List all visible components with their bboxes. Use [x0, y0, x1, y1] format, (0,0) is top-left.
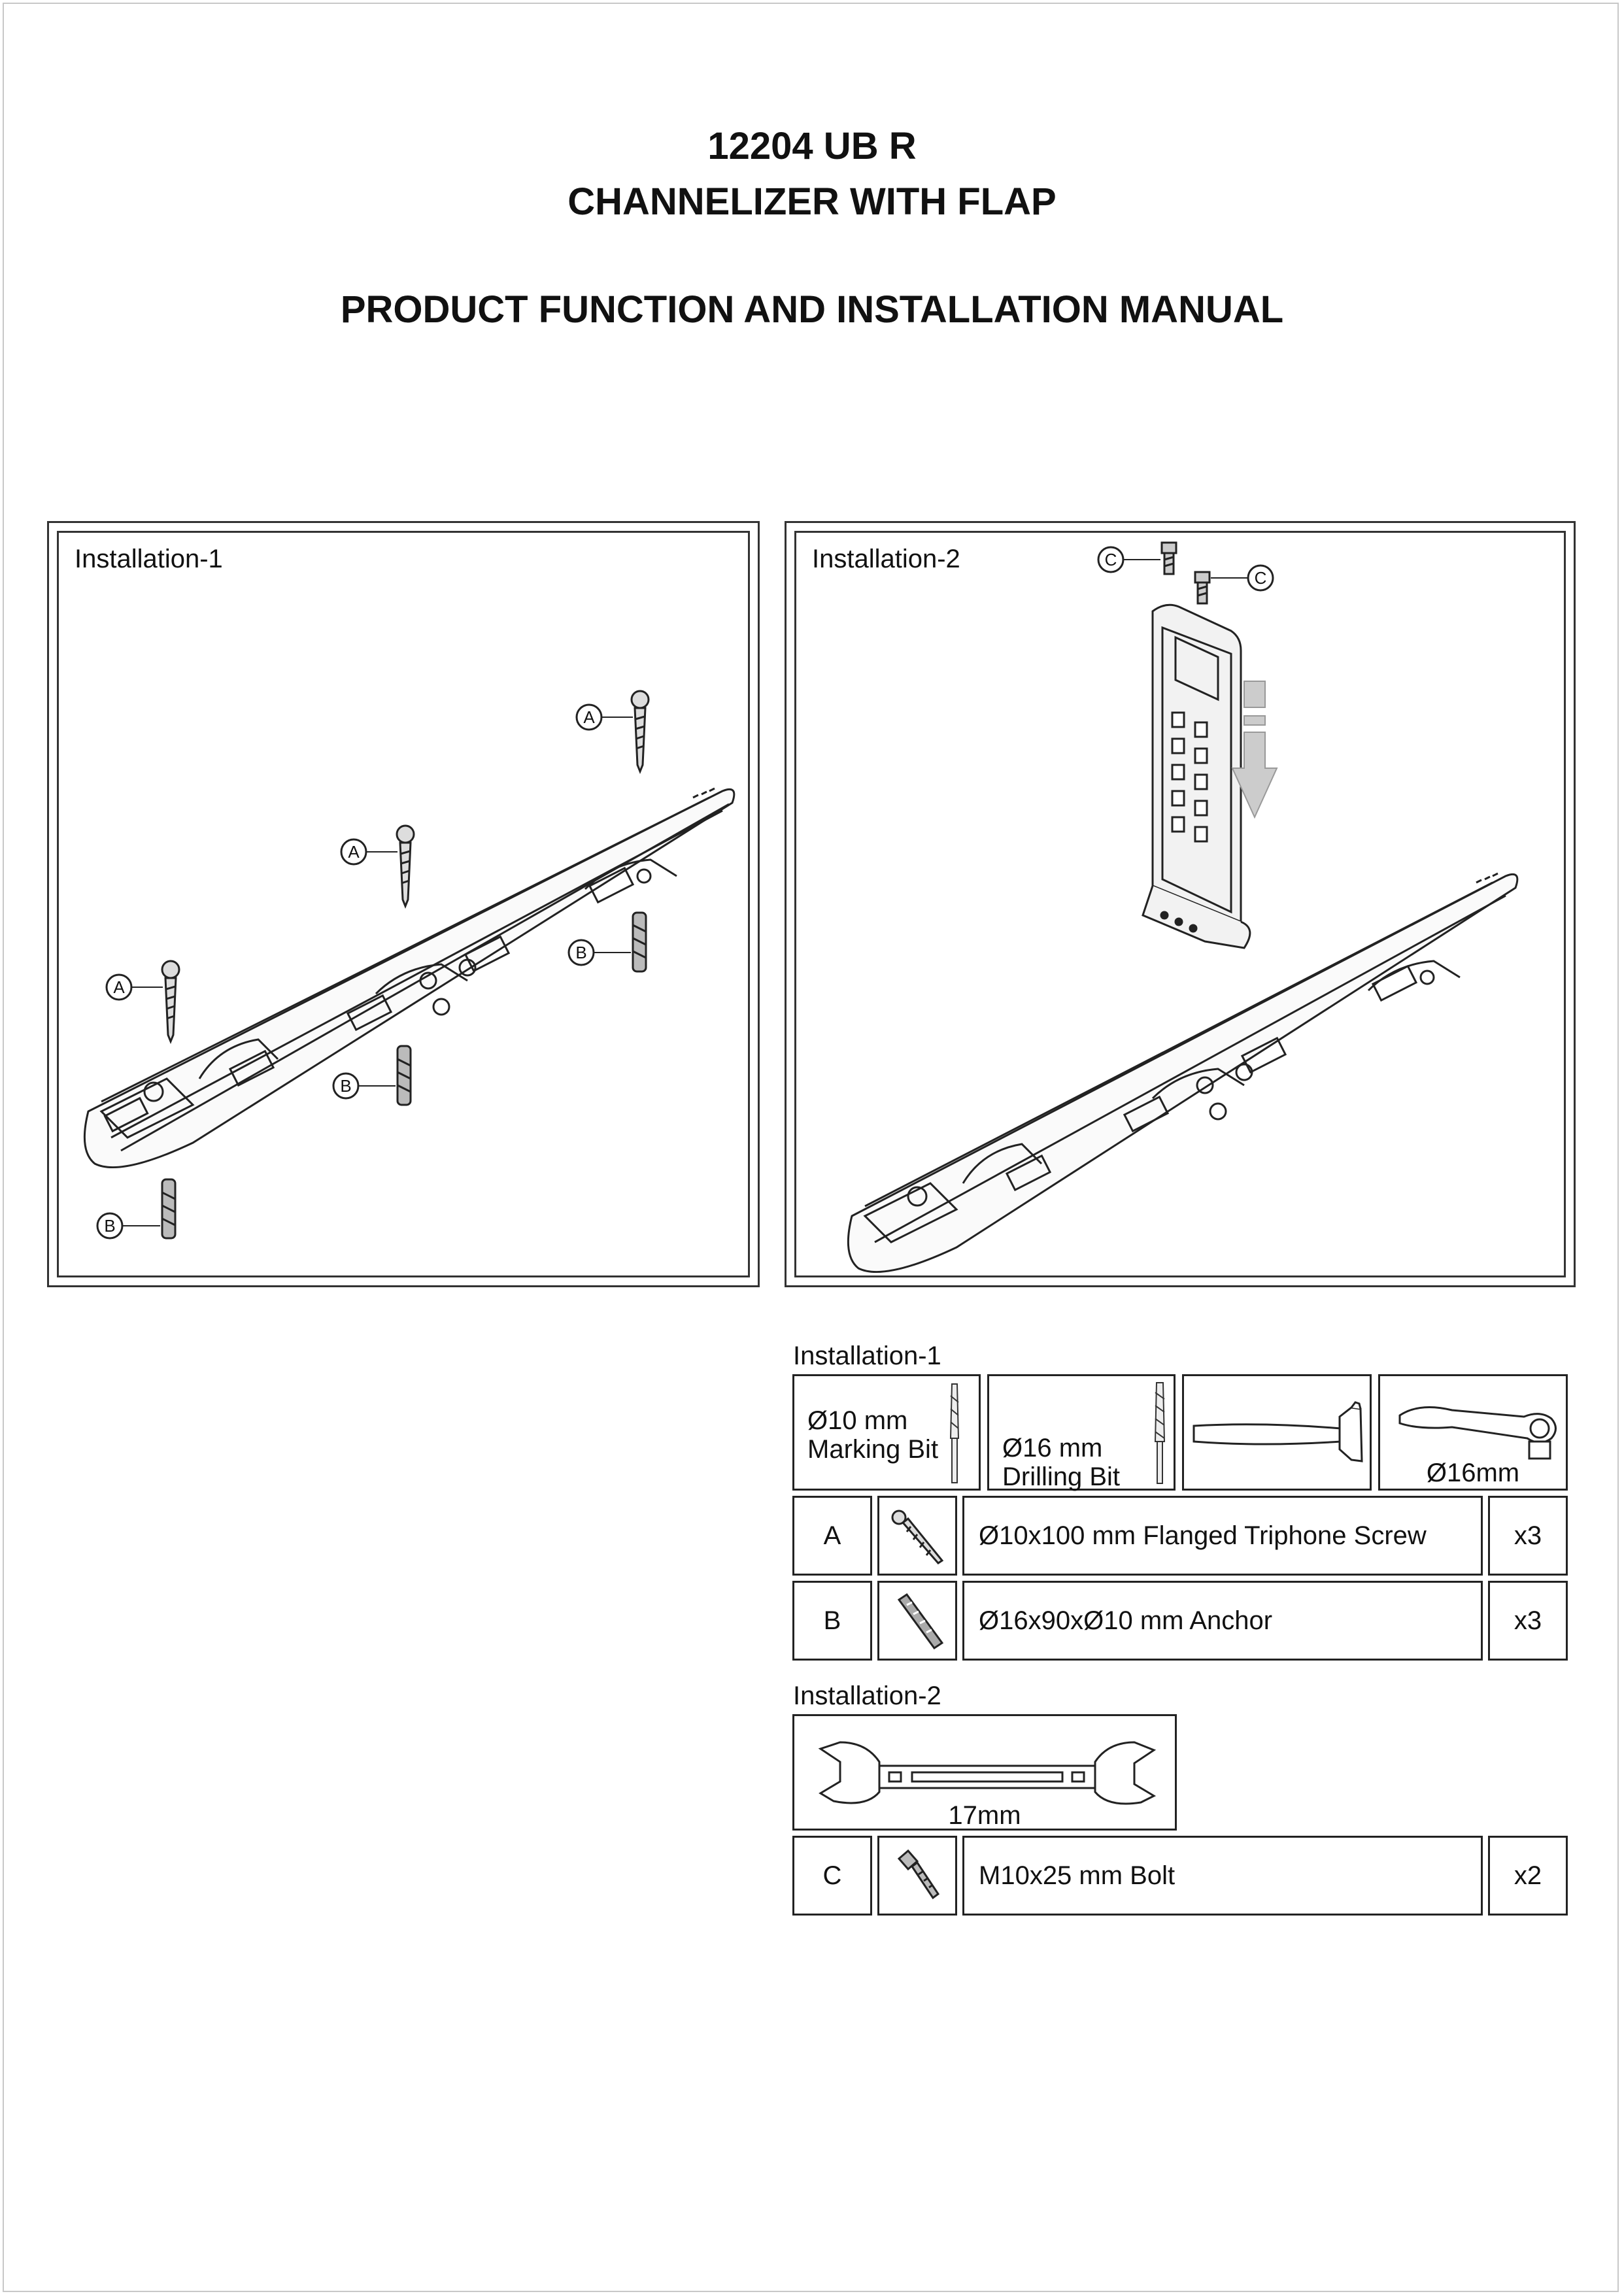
callout-a-1: A — [583, 707, 595, 727]
part-a-code-label: A — [823, 1521, 841, 1550]
part-c-description-text: M10x25 mm Bolt — [979, 1861, 1176, 1890]
part-c-code: C — [792, 1836, 872, 1916]
part-a-quantity-text: x3 — [1514, 1521, 1542, 1550]
anchor-b-1 — [632, 911, 647, 973]
anchor-icon — [897, 1593, 944, 1650]
part-b-quantity: x3 — [1488, 1581, 1568, 1661]
part-b-description-text: Ø16x90xØ10 mm Anchor — [979, 1606, 1273, 1635]
tool-marking-bit-label: Marking Bit — [807, 1435, 939, 1464]
anchor-b-2 — [396, 1045, 412, 1106]
insert-arrow-icon — [1231, 681, 1278, 819]
part-a-description: Ø10x100 mm Flanged Triphone Screw — [962, 1496, 1483, 1576]
part-a-description-text: Ø10x100 mm Flanged Triphone Screw — [979, 1521, 1427, 1550]
open-end-wrench-icon — [818, 1741, 1157, 1805]
callout-b-2: B — [340, 1076, 351, 1096]
installation-2-illustration: C C — [847, 541, 1519, 1273]
manual-title: PRODUCT FUNCTION AND INSTALLATION MANUAL — [340, 288, 1284, 331]
installation-2-parts-label: Installation-2 — [793, 1681, 941, 1710]
part-b-image — [877, 1581, 957, 1661]
bolt-icon — [897, 1849, 940, 1900]
installation-1-diagram-label: Installation-1 — [75, 545, 223, 573]
installation-1-parts-label: Installation-1 — [793, 1342, 941, 1370]
anchor-b-3 — [161, 1178, 177, 1240]
part-a-image — [877, 1496, 957, 1576]
bolt-c-1 — [1160, 541, 1177, 575]
installation-2-diagram-label: Installation-2 — [812, 545, 960, 573]
tool-drilling-bit-size: Ø16 mm — [1002, 1434, 1103, 1462]
hammer-icon — [1193, 1401, 1363, 1462]
tool-marking-bit-size: Ø10 mm — [807, 1406, 908, 1435]
drill-bit-icon — [949, 1383, 960, 1483]
part-c-code-label: C — [822, 1861, 842, 1890]
part-c-image — [877, 1836, 957, 1916]
part-b-code-label: B — [823, 1606, 841, 1635]
callout-c-2: C — [1255, 568, 1267, 588]
drill-bit-icon — [1154, 1382, 1166, 1484]
page-border — [3, 3, 1619, 2292]
part-b-quantity-text: x3 — [1514, 1606, 1542, 1635]
installation-1-diagram: Installation-1 — [47, 521, 760, 1287]
flap-reflectors — [1171, 711, 1208, 843]
ratchet-wrench-icon — [1398, 1406, 1557, 1460]
tool-drilling-bit-label: Drilling Bit — [1002, 1462, 1121, 1491]
installation-2-frame: Installation-2 — [794, 531, 1566, 1277]
part-c-quantity-text: x2 — [1514, 1861, 1542, 1890]
installation-1-frame: Installation-1 — [57, 531, 750, 1277]
tool-hammer — [1182, 1374, 1372, 1491]
bolt-c-2 — [1194, 571, 1211, 605]
product-code: 12204 UB R — [707, 125, 917, 167]
callout-b-1: B — [575, 943, 586, 962]
tool-open-end-wrench: 17mm — [792, 1714, 1177, 1831]
tool-ratchet-wrench: Ø16mm — [1378, 1374, 1568, 1491]
part-c-description: M10x25 mm Bolt — [962, 1836, 1483, 1916]
installation-2-diagram: Installation-2 — [785, 521, 1576, 1287]
tool-marking-bit: Ø10 mm Marking Bit — [792, 1374, 981, 1491]
callout-b-3: B — [104, 1216, 115, 1236]
part-b-description: Ø16x90xØ10 mm Anchor — [962, 1581, 1483, 1661]
part-b-code: B — [792, 1581, 872, 1661]
screw-icon — [891, 1510, 944, 1564]
part-a-code: A — [792, 1496, 872, 1576]
part-c-quantity: x2 — [1488, 1836, 1568, 1916]
callout-a-3: A — [113, 977, 125, 997]
product-name: CHANNELIZER WITH FLAP — [567, 180, 1057, 223]
tool-drilling-bit: Ø16 mm Drilling Bit — [987, 1374, 1176, 1491]
part-a-quantity: x3 — [1488, 1496, 1568, 1576]
tool-wrench-size: 17mm — [948, 1801, 1021, 1830]
tool-ratchet-size: Ø16mm — [1426, 1459, 1520, 1487]
screw-a-2 — [396, 824, 415, 909]
screw-a-1 — [630, 690, 650, 775]
callout-a-2: A — [348, 842, 360, 862]
callout-c-1: C — [1105, 550, 1117, 569]
installation-1-illustration: A A A B B B — [83, 690, 736, 1240]
screw-a-3 — [161, 960, 180, 1045]
